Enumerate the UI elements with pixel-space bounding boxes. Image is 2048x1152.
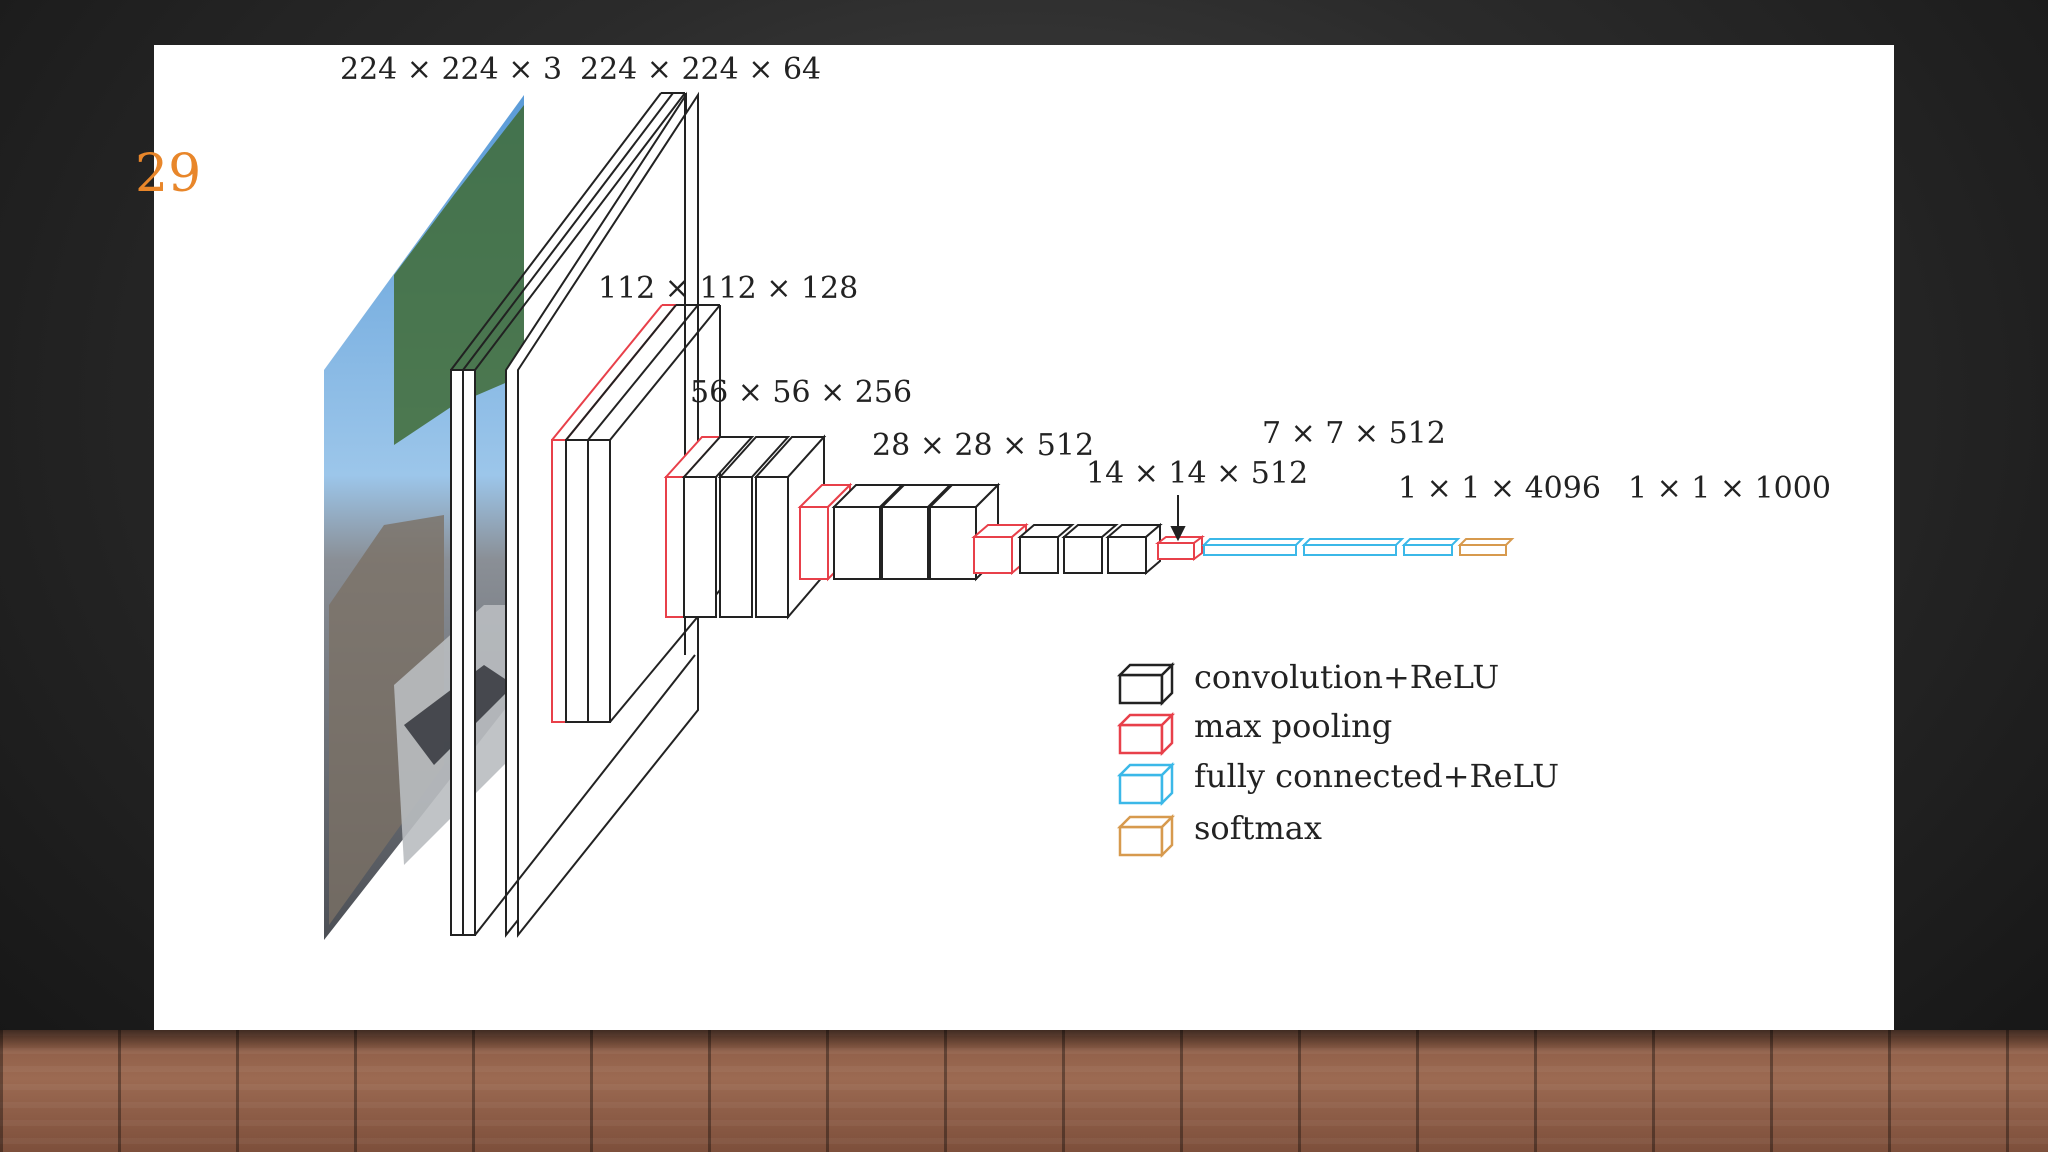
- vgg16-architecture-diagram: 224 × 224 × 3 224 × 224 × 64 112 × 112 ×…: [324, 52, 1831, 940]
- input-image: [324, 95, 524, 940]
- label-pool5: 7 × 7 × 512: [1262, 416, 1446, 451]
- conv4-block: [831, 482, 1001, 582]
- label-conv1: 224 × 224 × 64: [580, 52, 821, 87]
- legend-label-fc: fully connected+ReLU: [1194, 757, 1559, 795]
- label-fc: 1 × 1 × 4096: [1398, 471, 1601, 506]
- label-input: 224 × 224 × 3: [340, 52, 562, 87]
- label-conv5: 14 × 14 × 512: [1086, 456, 1308, 491]
- label-conv2: 112 × 112 × 128: [598, 271, 858, 306]
- legend-softmax-swatch: [1116, 813, 1176, 859]
- legend: convolution+ReLU max pooling fully conne…: [1116, 658, 1559, 859]
- legend-conv-swatch: [1116, 661, 1176, 707]
- legend-label-softmax: softmax: [1194, 809, 1322, 847]
- label-softmax: 1 × 1 × 1000: [1628, 471, 1831, 506]
- legend-label-pool: max pooling: [1194, 707, 1392, 745]
- pool4-block: [971, 522, 1029, 576]
- pool5-arrow: [1170, 495, 1186, 542]
- fc-layers: [1201, 538, 1461, 556]
- legend-fc-swatch: [1116, 761, 1176, 807]
- slide-number: 29: [135, 144, 202, 204]
- softmax-layer: [1457, 538, 1515, 556]
- label-conv3: 56 × 56 × 256: [690, 375, 912, 410]
- legend-label-conv: convolution+ReLU: [1194, 658, 1499, 696]
- pool2-block: [663, 436, 723, 618]
- label-conv4: 28 × 28 × 512: [872, 428, 1094, 463]
- conv5-block: [1017, 522, 1163, 576]
- legend-pool-swatch: [1116, 711, 1176, 757]
- pool5-block: [1155, 535, 1205, 561]
- floor-shadow: [0, 1030, 2048, 1052]
